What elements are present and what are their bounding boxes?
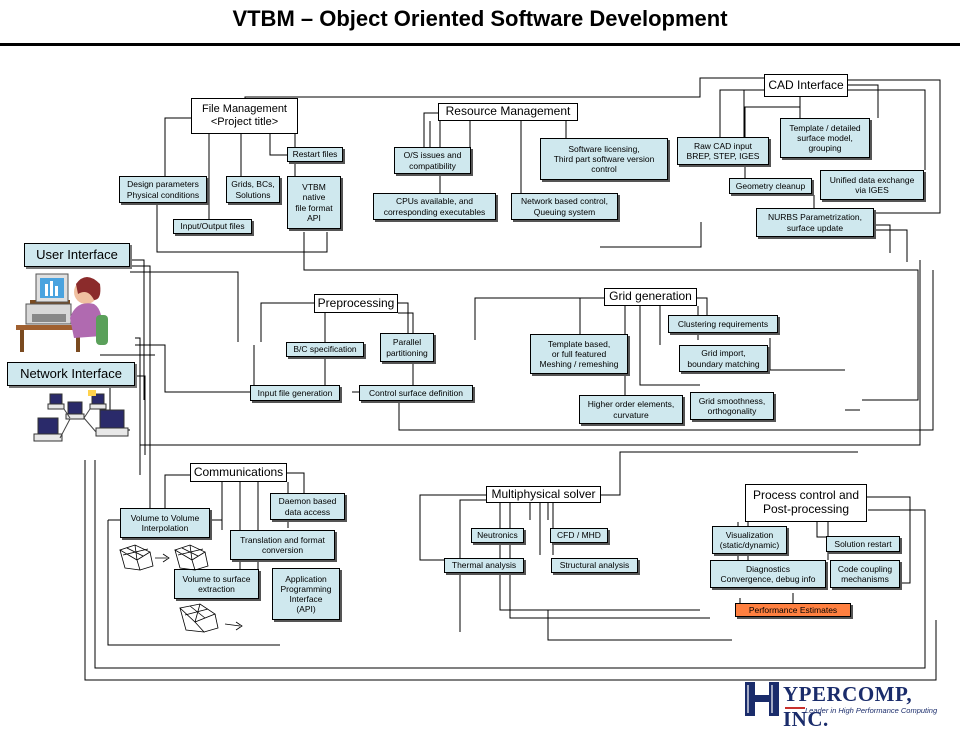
cfd-mhd-box: CFD / MHD <box>550 528 608 543</box>
hypercomp-h-icon <box>745 682 779 716</box>
clustering-requirements-box: Clustering requirements <box>668 315 778 333</box>
visualization-box: Visualization (static/dynamic) <box>712 526 787 554</box>
solution-restart-box: Solution restart <box>826 536 900 552</box>
volume-to-surface-box: Volume to surface extraction <box>174 569 259 599</box>
geometry-cleanup-box: Geometry cleanup <box>729 178 812 194</box>
os-issues-box: O/S issues and compatibility <box>394 147 471 174</box>
volume-to-volume-box: Volume to Volume Interpolation <box>120 508 210 538</box>
template-meshing-box: Template based, or full featured Meshing… <box>530 334 628 374</box>
structural-analysis-box: Structural analysis <box>551 558 638 573</box>
logo-accent-line <box>785 707 805 709</box>
template-surface-box: Template / detailed surface model, group… <box>780 118 870 158</box>
grid-smoothness-box: Grid smoothness, orthogonality <box>690 392 774 420</box>
multiphysical-solver-box: Multiphysical solver <box>486 486 601 503</box>
raw-cad-input-box: Raw CAD input BREP, STEP, IGES <box>677 137 769 165</box>
logo-tagline: Leader in High Performance Computing <box>805 706 938 715</box>
file-management-box: File Management <Project title> <box>191 98 298 134</box>
network-interface-box: Network Interface <box>7 362 135 386</box>
cpus-available-box: CPUs available, and corresponding execut… <box>373 193 496 220</box>
hypercomp-logo: YPERCOMP, INC. Leader in High Performanc… <box>743 680 953 731</box>
software-licensing-box: Software licensing, Third part software … <box>540 138 668 180</box>
network-control-box: Network based control, Queuing system <box>511 193 618 220</box>
nurbs-parametrization-box: NURBS Parametrization, surface update <box>756 208 874 237</box>
vtbm-native-box: VTBM native file format API <box>287 176 341 229</box>
higher-order-elements-box: Higher order elements, curvature <box>579 395 683 424</box>
translation-format-box: Translation and format conversion <box>230 530 335 560</box>
input-file-generation-box: Input file generation <box>250 385 340 401</box>
parallel-partitioning-box: Parallel partitioning <box>380 333 434 362</box>
performance-estimates-box: Performance Estimates <box>735 603 851 617</box>
daemon-data-access-box: Daemon based data access <box>270 493 345 520</box>
volume-mesh-sketch-icon <box>119 544 209 571</box>
title-divider <box>0 43 960 46</box>
unified-data-exchange-box: Unified data exchange via IGES <box>820 170 924 200</box>
api-box: Application Programming Interface (API) <box>272 568 340 620</box>
process-control-box: Process control and Post-processing <box>745 484 867 522</box>
grid-import-box: Grid import, boundary matching <box>679 345 768 372</box>
communications-box: Communications <box>190 463 287 482</box>
grid-generation-box: Grid generation <box>604 288 697 306</box>
user-interface-box: User Interface <box>24 243 130 267</box>
io-files-box: Input/Output files <box>173 219 252 234</box>
page-title: VTBM – Object Oriented Software Developm… <box>232 6 728 31</box>
grids-bcs-box: Grids, BCs, Solutions <box>226 176 280 203</box>
code-coupling-box: Code coupling mechanisms <box>830 560 900 588</box>
preprocessing-box: Preprocessing <box>314 294 398 313</box>
surface-mesh-sketch-icon <box>179 603 243 633</box>
control-surface-definition-box: Control surface definition <box>359 385 473 401</box>
restart-files-box: Restart files <box>287 147 343 162</box>
thermal-analysis-box: Thermal analysis <box>444 558 524 573</box>
resource-management-box: Resource Management <box>438 103 578 121</box>
neutronics-box: Neutronics <box>471 528 524 543</box>
networked-computers-icon <box>33 390 129 442</box>
cad-interface-box: CAD Interface <box>764 74 848 97</box>
user-at-computer-icon <box>16 273 108 352</box>
bc-specification-box: B/C specification <box>286 342 364 357</box>
diagnostics-box: Diagnostics Convergence, debug info <box>710 560 826 588</box>
design-parameters-box: Design parameters Physical conditions <box>119 176 207 203</box>
